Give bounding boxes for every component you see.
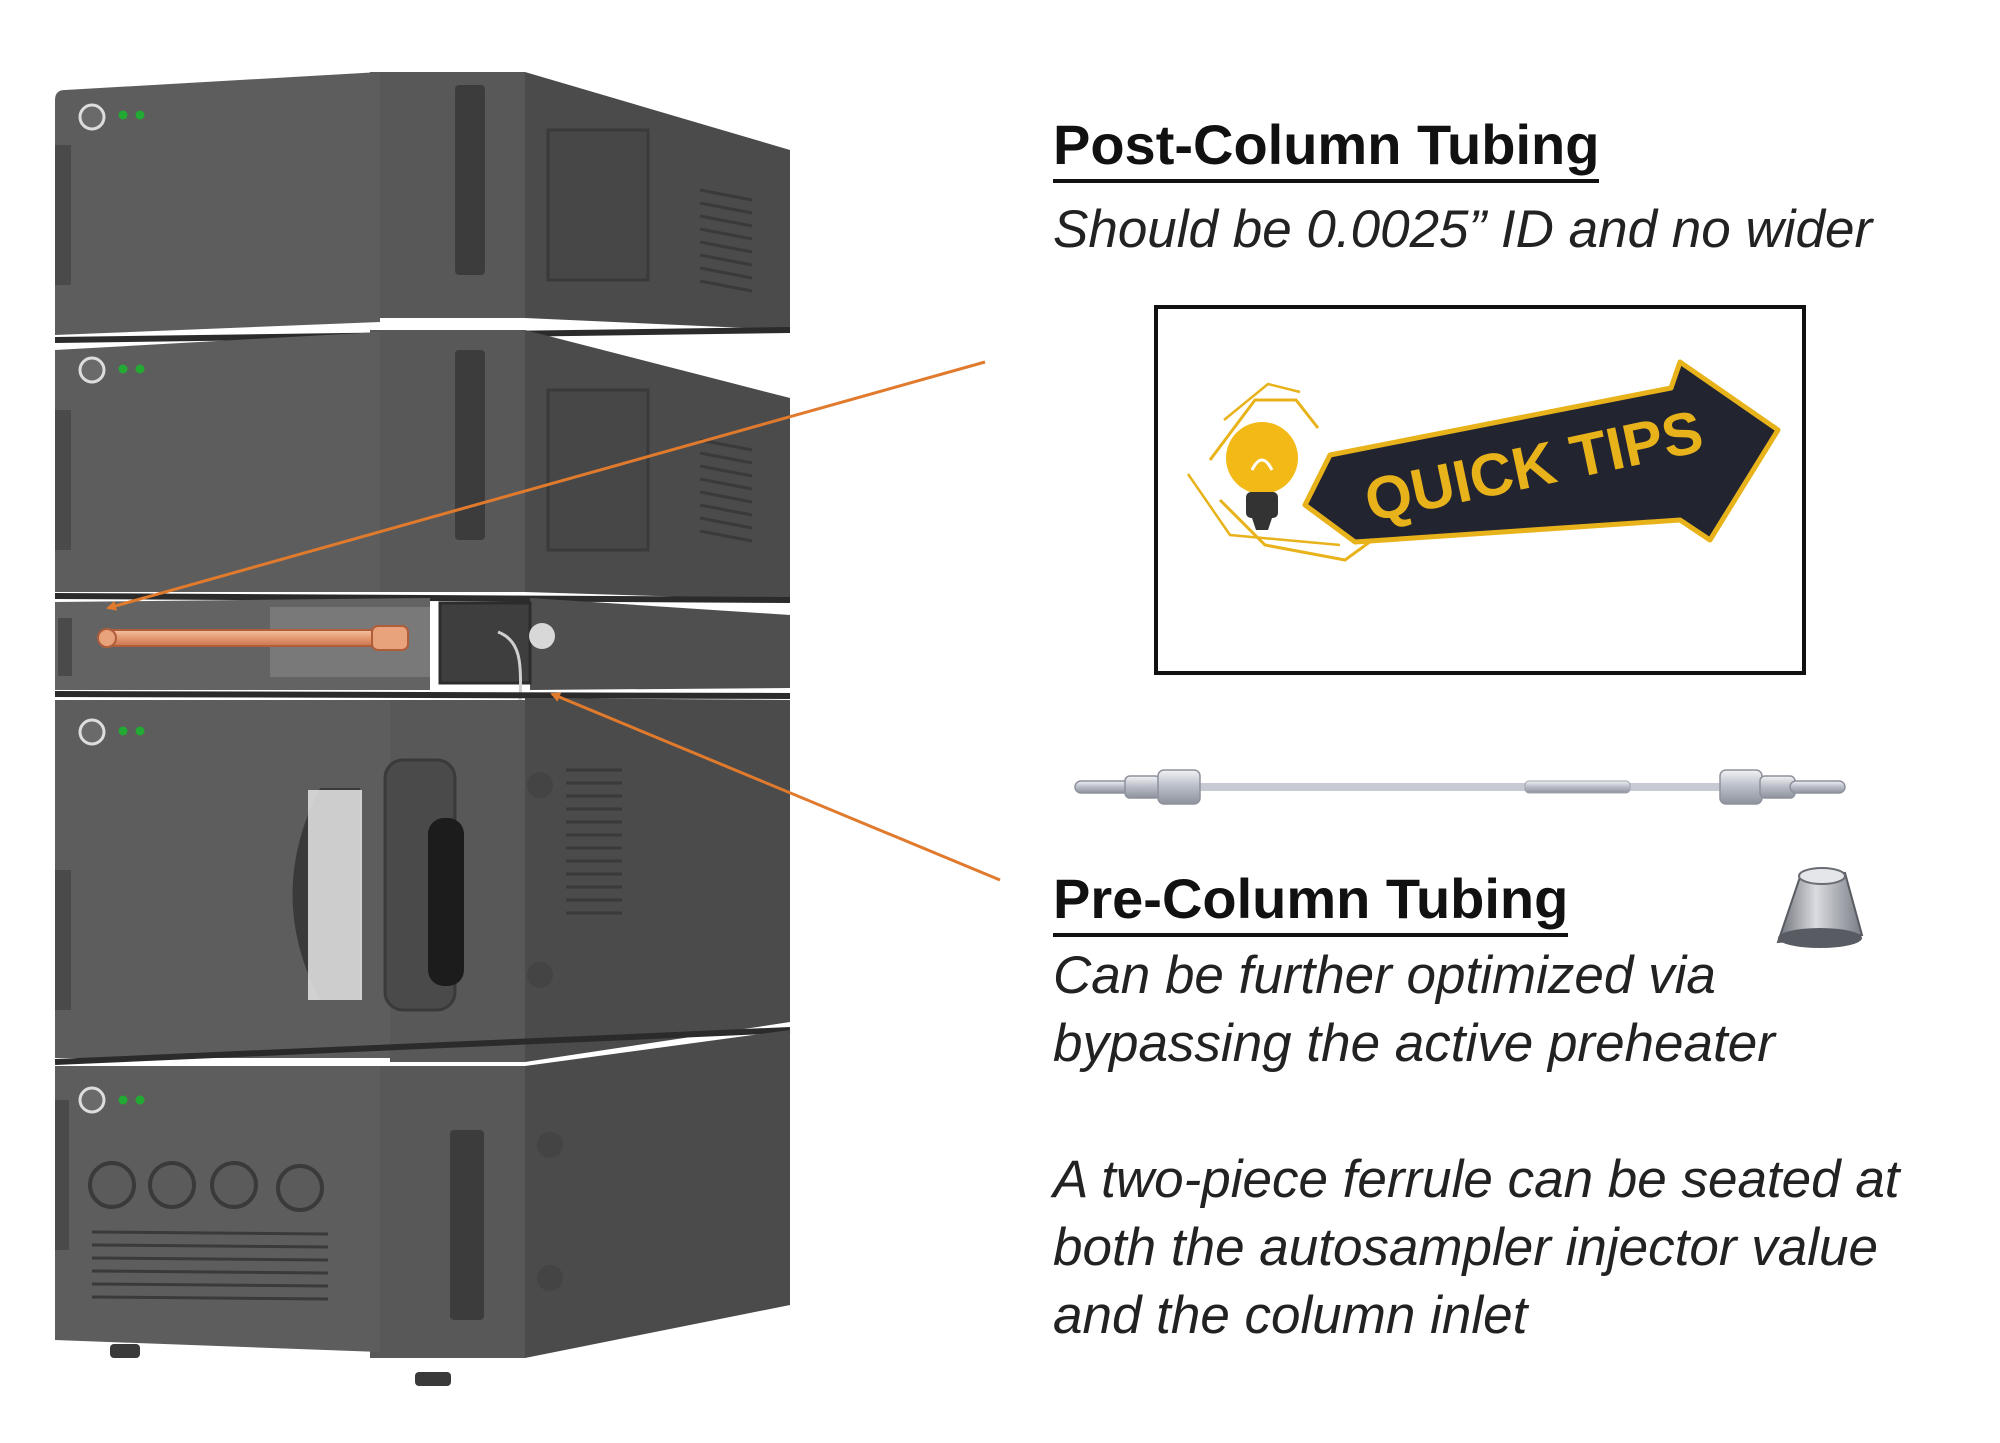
column-compartment	[55, 598, 790, 701]
lightbulb-icon	[1226, 422, 1298, 530]
power-icon[interactable]	[78, 1086, 106, 1114]
post-column-heading: Post-Column Tubing	[1053, 113, 1600, 183]
vent-grille	[699, 188, 753, 293]
pre-column-arrow	[550, 692, 1001, 882]
vent-grille	[91, 1230, 329, 1301]
autosampler-module	[55, 698, 790, 1062]
column-tube-icon	[97, 625, 409, 651]
ferrule-note-line-3: and the column inlet	[1053, 1286, 1528, 1345]
status-led	[118, 1095, 128, 1105]
pre-column-heading: Pre-Column Tubing	[1053, 867, 1569, 937]
power-icon[interactable]	[78, 718, 106, 746]
lc-instrument-stack	[54, 72, 791, 1386]
quick-tips-box: QUICK TIPS	[1154, 305, 1806, 675]
status-led	[135, 110, 145, 120]
status-led	[135, 1095, 145, 1105]
ferrule-note-line-2: both the autosampler injector value	[1053, 1218, 1878, 1277]
status-led	[135, 726, 145, 736]
vent-grille	[699, 438, 753, 543]
status-led	[118, 110, 128, 120]
ferrule-note-line-1: A two-piece ferrule can be seated at	[1053, 1150, 1900, 1209]
pre-column-line-2: bypassing the active preheater	[1053, 1014, 1775, 1073]
module-second	[55, 330, 790, 600]
power-icon[interactable]	[78, 103, 106, 131]
module-top	[55, 72, 790, 335]
pump-module	[55, 1030, 790, 1386]
pre-column-line-1: Can be further optimized via	[1053, 946, 1716, 1005]
vent-grille	[566, 768, 622, 915]
post-column-note: Should be 0.0025” ID and no wider	[1053, 200, 1873, 259]
post-column-arrow	[106, 360, 986, 611]
status-led	[118, 726, 128, 736]
tubing-illustration	[1074, 769, 1846, 805]
ferrule-icon	[1776, 867, 1864, 948]
status-led	[135, 364, 145, 374]
status-led	[118, 364, 128, 374]
power-icon[interactable]	[78, 356, 106, 384]
